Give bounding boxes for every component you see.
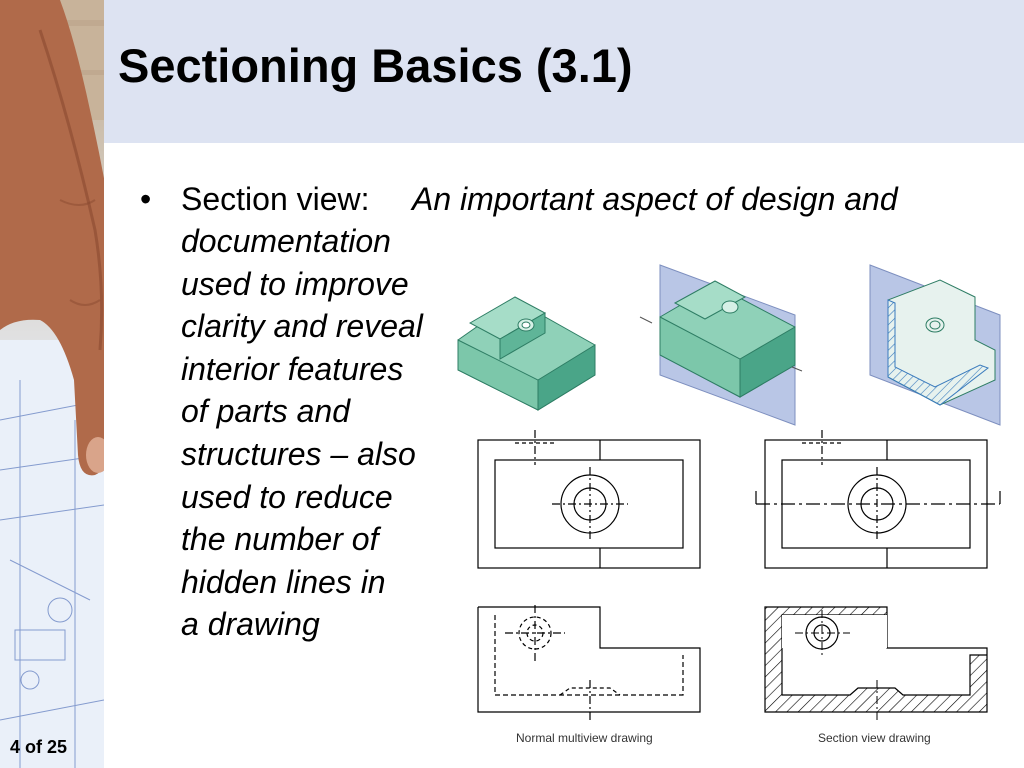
bullet-line: a drawing — [181, 606, 320, 643]
title-band — [104, 0, 1024, 143]
bullet-line: the number of — [181, 521, 379, 558]
bullet-text-first-line: An important aspect of design and — [412, 181, 898, 217]
slide-number: 4 of 25 — [10, 737, 68, 757]
bullet-line: clarity and reveal — [181, 308, 423, 345]
iso-part-cutting-plane — [639, 264, 803, 426]
bullet-text-lines: documentation used to improve clarity an… — [181, 220, 423, 646]
front-view-normal — [477, 605, 701, 720]
section-view-figure: Normal multiview drawing Section view dr… — [440, 255, 1020, 755]
multiview-drawings — [457, 264, 1001, 720]
decorative-photo-strip — [0, 0, 104, 768]
bullet-line: interior features — [181, 350, 404, 387]
bullet-line: documentation — [181, 223, 391, 259]
iso-part-sectioned — [869, 264, 1001, 426]
top-view-section — [755, 430, 1001, 569]
bullet-line: used to reduce — [181, 478, 393, 515]
iso-part-full — [457, 296, 596, 411]
bullet-line: structures – also — [181, 435, 416, 472]
caption-normal-multiview: Normal multiview drawing — [516, 731, 653, 745]
bullet-marker: • — [140, 181, 152, 217]
top-view-normal — [477, 430, 701, 569]
slide-title: Sectioning Basics (3.1) — [118, 39, 633, 92]
hand-blueprint-illustration — [0, 0, 104, 768]
bullet-line: hidden lines in — [181, 563, 386, 600]
bullet-line: of parts and — [181, 393, 350, 430]
bullet-line: used to improve — [181, 265, 409, 302]
caption-section-view: Section view drawing — [818, 731, 931, 745]
bullet-label: Section view: — [181, 181, 370, 217]
front-view-section — [764, 606, 988, 720]
